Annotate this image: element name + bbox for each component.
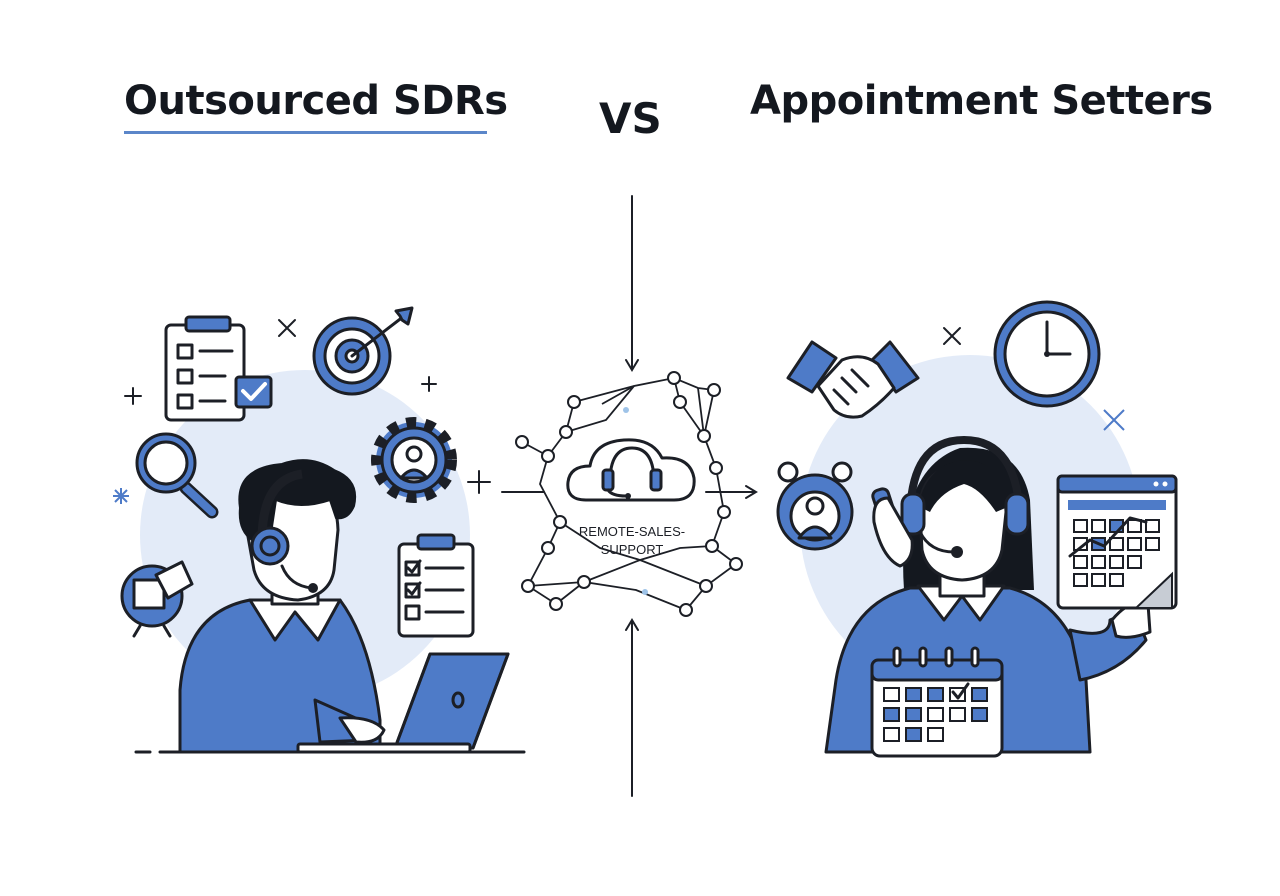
- sparkle-decoration-right: [943, 327, 1125, 431]
- versus-label: VS: [599, 94, 662, 143]
- hub-label-line2: SUPPORT: [601, 542, 664, 557]
- contact-person-icon: [776, 461, 854, 551]
- network-nodes-icon: [515, 371, 743, 617]
- magnifier-icon: [135, 432, 219, 519]
- gear-person-icon: [371, 417, 457, 503]
- megaphone-icon: [120, 560, 194, 638]
- checklist-clipboard-icon: [397, 533, 475, 638]
- target-arrow-icon: [312, 306, 414, 396]
- left-title: Outsourced SDRs: [124, 78, 508, 124]
- cloud-headset-icon: [566, 438, 696, 502]
- clock-icon: [993, 300, 1101, 408]
- sparkle-decoration: [113, 319, 491, 504]
- hub-label-line1: REMOTE-SALES-: [579, 524, 685, 539]
- handshake-icon: [786, 340, 920, 419]
- sdr-person: [134, 459, 526, 754]
- left-title-underline: [124, 131, 487, 134]
- right-title: Appointment Setters: [750, 78, 1213, 124]
- calendar-icon: [870, 646, 1004, 758]
- center-arrows: [501, 195, 758, 797]
- clipboard-checklist-icon: [164, 315, 273, 422]
- calendar-dashboard-icon: [1056, 474, 1178, 610]
